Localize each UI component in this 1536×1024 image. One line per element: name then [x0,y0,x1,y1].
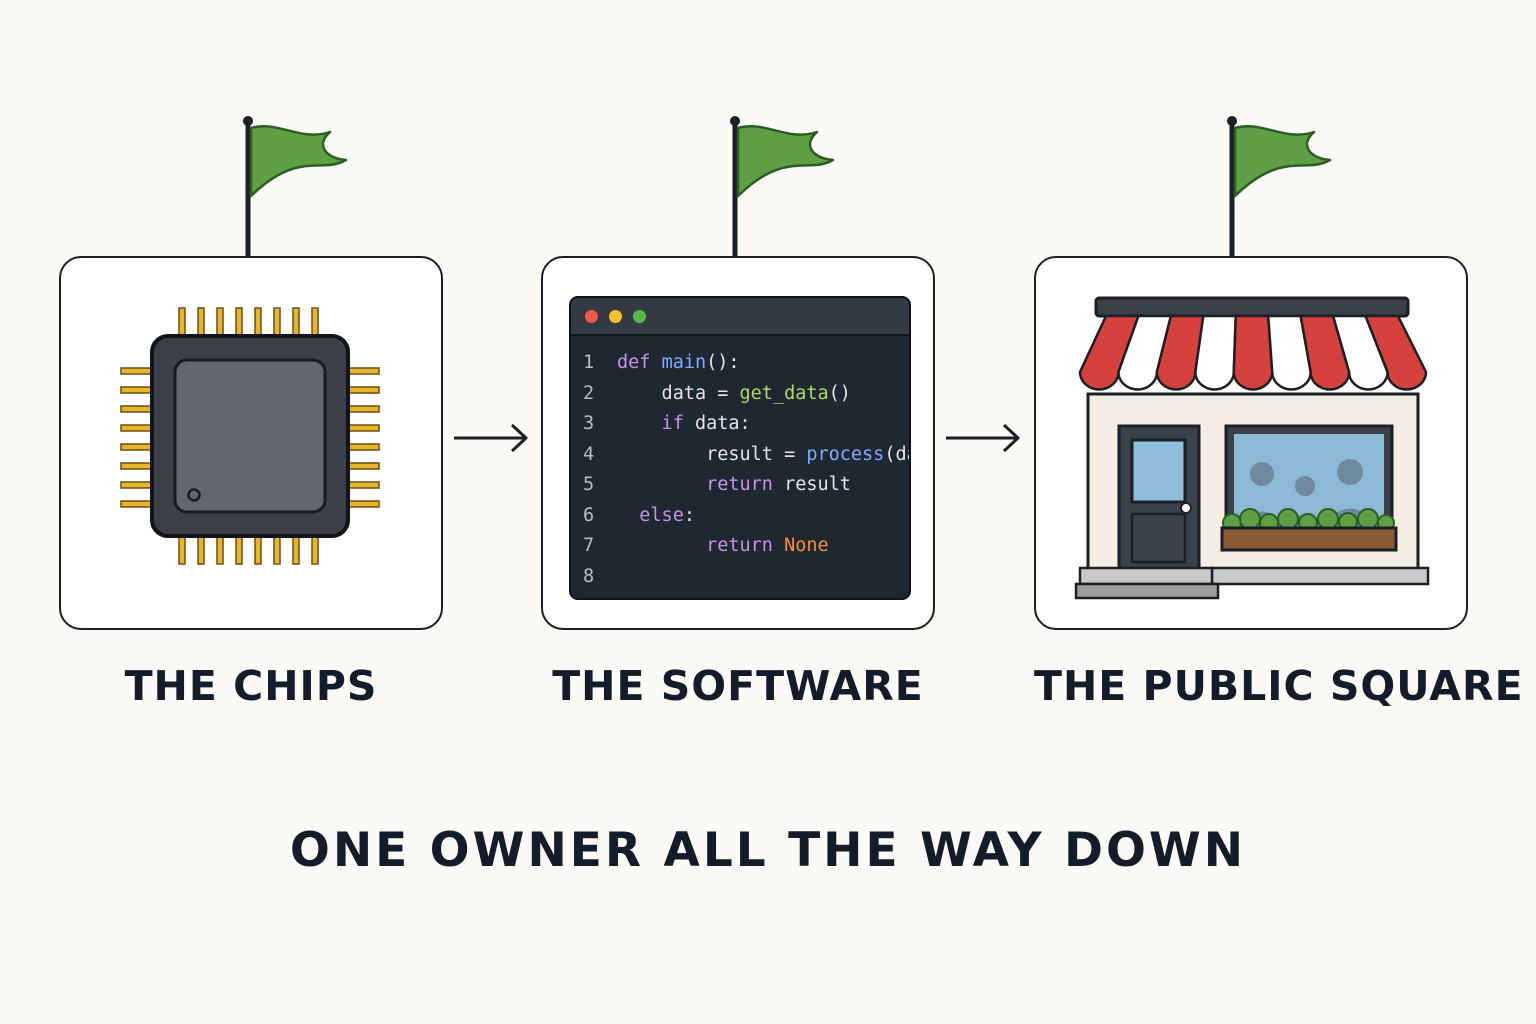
chip-pin [120,443,155,451]
line-number: 3 [583,413,595,434]
chip-pin [197,533,205,565]
tagline: ONE OWNER ALL THE WAY DOWN [289,823,1247,878]
code-line: 4 result = process(data) [571,440,909,470]
awning-stripe [1232,314,1274,391]
chip-pin [292,307,300,339]
code-line: 1 def main(): [571,348,909,378]
chip-pin [178,307,186,339]
chip-pin [216,307,224,339]
line-number: 2 [583,382,595,404]
chip-pin [235,533,243,565]
chip-pin [197,307,205,339]
code-text: return None [617,535,829,556]
code-titlebar [571,298,909,336]
stage-label-software: THE SOFTWARE [552,662,924,710]
arrow-right-icon [946,423,1020,453]
chip-pin [216,533,224,565]
chip-pin [345,424,380,432]
storefront-icon [1074,296,1430,600]
code-text: data = get_data() [617,382,851,404]
line-number: 1 [583,352,595,373]
code-line: 2 data = get_data() [571,379,909,409]
awning-stripe [1364,314,1428,391]
code-text: return result [617,474,851,495]
chip-pin [311,533,319,565]
chip-pin [345,462,380,470]
chips-panel [59,256,443,630]
line-number: 8 [583,565,595,587]
chip-pin [273,533,281,565]
stage-label-public-square: THE PUBLIC SQUARE [1034,662,1524,710]
microchip-icon [120,307,380,565]
chip-pin [254,307,262,339]
close-dot-icon [585,310,598,323]
chip-pin [345,443,380,451]
chip-pin [345,481,380,489]
chip-pin [120,500,155,508]
maximize-dot-icon [633,310,646,323]
line-number: 5 [583,474,595,495]
chip-pin [254,533,262,565]
chip-pin [120,386,155,394]
chip-pin [120,424,155,432]
line-number: 6 [583,504,595,526]
code-text: result = process(data) [617,443,909,465]
line-number: 7 [583,535,595,556]
code-line: 7 return None [571,531,909,561]
code-line: 5 return result [571,470,909,500]
chip-pin [345,367,380,375]
chip-pin [273,307,281,339]
stage-label-chips: THE CHIPS [124,662,378,710]
chip-pin [345,386,380,394]
chip-pin [120,367,155,375]
code-line: 6 else: [571,501,909,531]
code-line: 8 [571,562,909,592]
line-number: 4 [583,443,595,465]
chip-pin [311,307,319,339]
chip-pin [120,481,155,489]
chip-pin [345,500,380,508]
chip-pin [235,307,243,339]
code-line: 3 if data: [571,409,909,439]
public-square-panel [1034,256,1468,630]
arrow-right-icon [454,423,528,453]
flag-icon [730,116,835,260]
minimize-dot-icon [609,310,622,323]
chip-pin [120,405,155,413]
chip-pin [120,462,155,470]
chip-pin [292,533,300,565]
chip-pin [345,405,380,413]
code-text: else: [617,504,695,526]
code-text: def main(): [617,352,740,373]
flag-icon [243,116,348,260]
code-text: if data: [617,413,751,434]
chip-pin [178,533,186,565]
awning-stripe [1194,314,1238,391]
flag-icon [1227,116,1332,260]
